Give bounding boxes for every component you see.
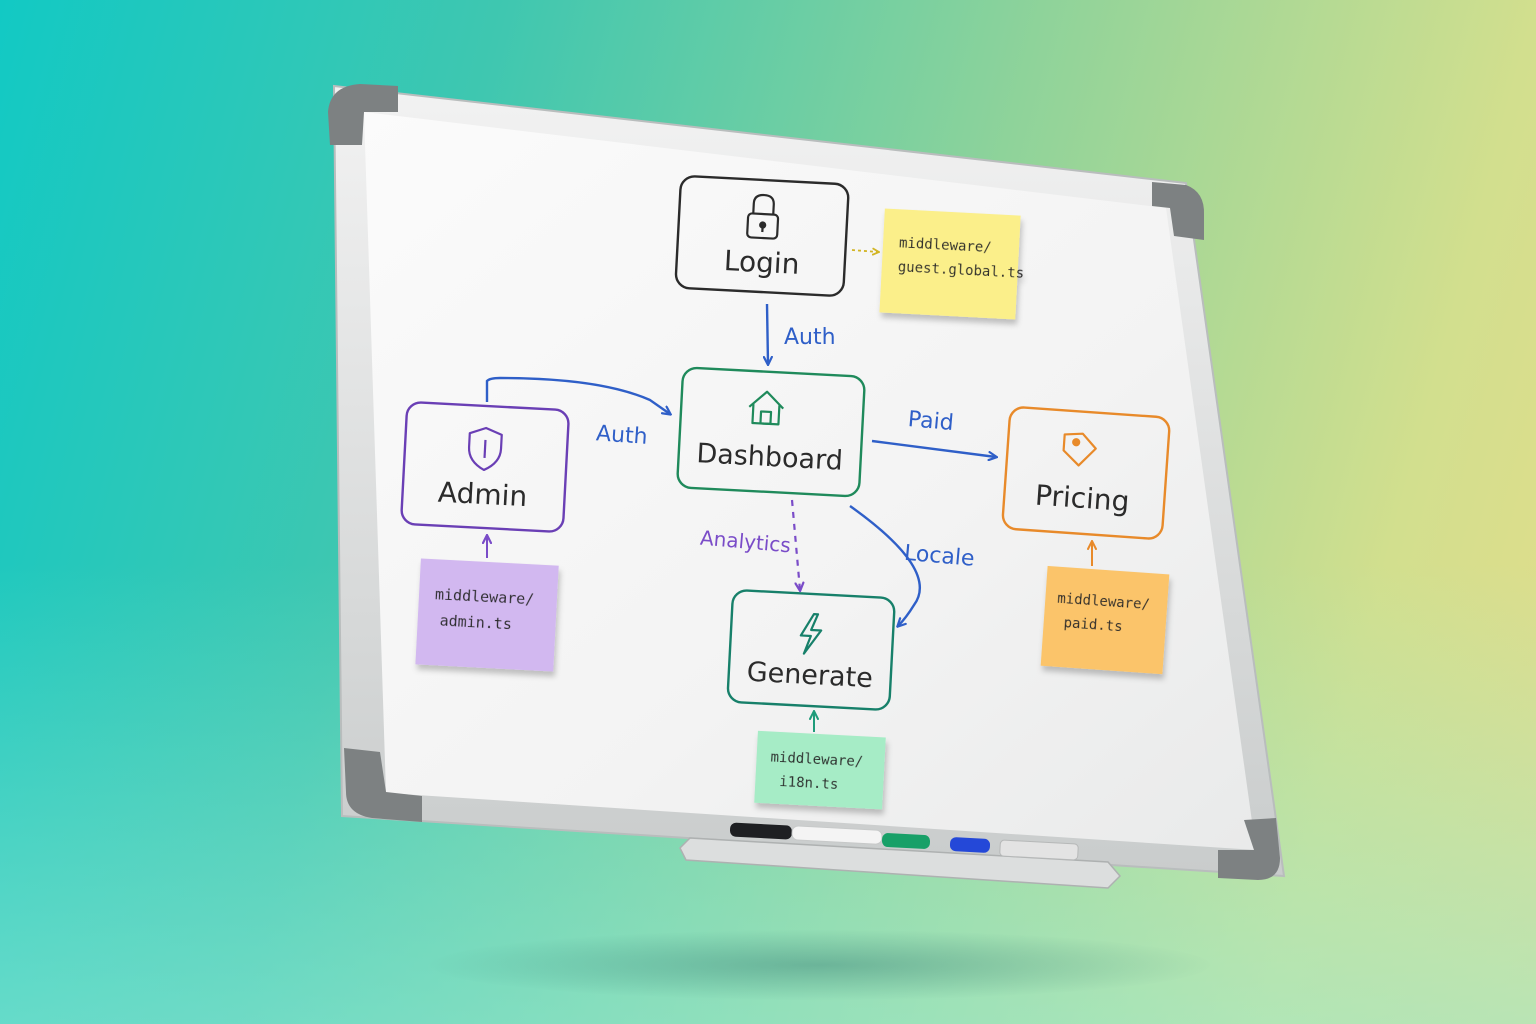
node-label-dashboard: Dashboard	[696, 438, 844, 477]
white-marker-icon	[791, 825, 883, 845]
edge-label-dashboard-pricing: Paid	[907, 407, 955, 436]
eraser-icon	[999, 839, 1079, 861]
note-admin-line2: admin.ts	[439, 612, 512, 634]
sticky-note-paid: middleware/ paid.ts	[1040, 565, 1170, 675]
note-paid-line1: middleware/	[1057, 591, 1151, 613]
green-marker-icon	[881, 833, 931, 849]
black-marker-icon	[729, 822, 793, 840]
edge-dashboard-generate-analytics	[790, 499, 800, 590]
edge-label-admin-dashboard: Auth	[595, 421, 648, 450]
corner-cap-bottom-right	[1218, 818, 1280, 880]
blue-marker-icon	[949, 837, 991, 853]
corner-cap-bottom-left	[344, 748, 422, 822]
board-surface	[364, 112, 1256, 850]
marker-tray	[679, 837, 1122, 889]
corner-cap-top-right	[1152, 182, 1205, 240]
note-i18n-line2: i18n.ts	[779, 774, 839, 793]
node-admin[interactable]: Admin	[400, 401, 570, 533]
lock-icon	[746, 193, 780, 240]
node-label-pricing: Pricing	[1034, 479, 1130, 519]
sticky-note-guest: middleware/ guest.global.ts	[879, 208, 1024, 320]
tag-icon	[1062, 432, 1097, 467]
sticky-note-i18n: middleware/ i18n.ts	[754, 730, 886, 810]
arrow-guest-note-login	[851, 250, 878, 252]
sticky-note-admin: middleware/ admin.ts	[415, 558, 559, 672]
note-guest-line1: middleware/	[899, 235, 992, 256]
note-admin-line1: middleware/	[435, 585, 535, 608]
lightning-icon	[799, 613, 823, 655]
node-label-admin: Admin	[437, 476, 528, 514]
node-label-login: Login	[723, 244, 800, 281]
shield-icon	[467, 426, 503, 472]
node-pricing[interactable]: Pricing	[1001, 406, 1171, 540]
note-paid-line2: paid.ts	[1063, 615, 1123, 635]
edge-dashboard-pricing	[871, 439, 996, 457]
edge-label-login-dashboard: Auth	[784, 325, 836, 350]
note-i18n-line1: middleware/	[770, 750, 863, 771]
edge-dashboard-generate-locale	[849, 505, 921, 626]
board-shadow	[430, 930, 1210, 1000]
node-dashboard[interactable]: Dashboard	[676, 366, 866, 498]
note-guest-line2: guest.global.ts	[897, 259, 1024, 282]
node-label-generate: Generate	[746, 657, 874, 695]
corner-cap-top-left	[328, 84, 398, 145]
edge-admin-dashboard	[485, 376, 670, 414]
edge-login-dashboard	[767, 303, 768, 364]
edge-label-locale: Locale	[903, 541, 975, 572]
node-login[interactable]: Login	[674, 175, 850, 297]
house-icon	[748, 390, 785, 426]
node-generate[interactable]: Generate	[726, 589, 896, 711]
